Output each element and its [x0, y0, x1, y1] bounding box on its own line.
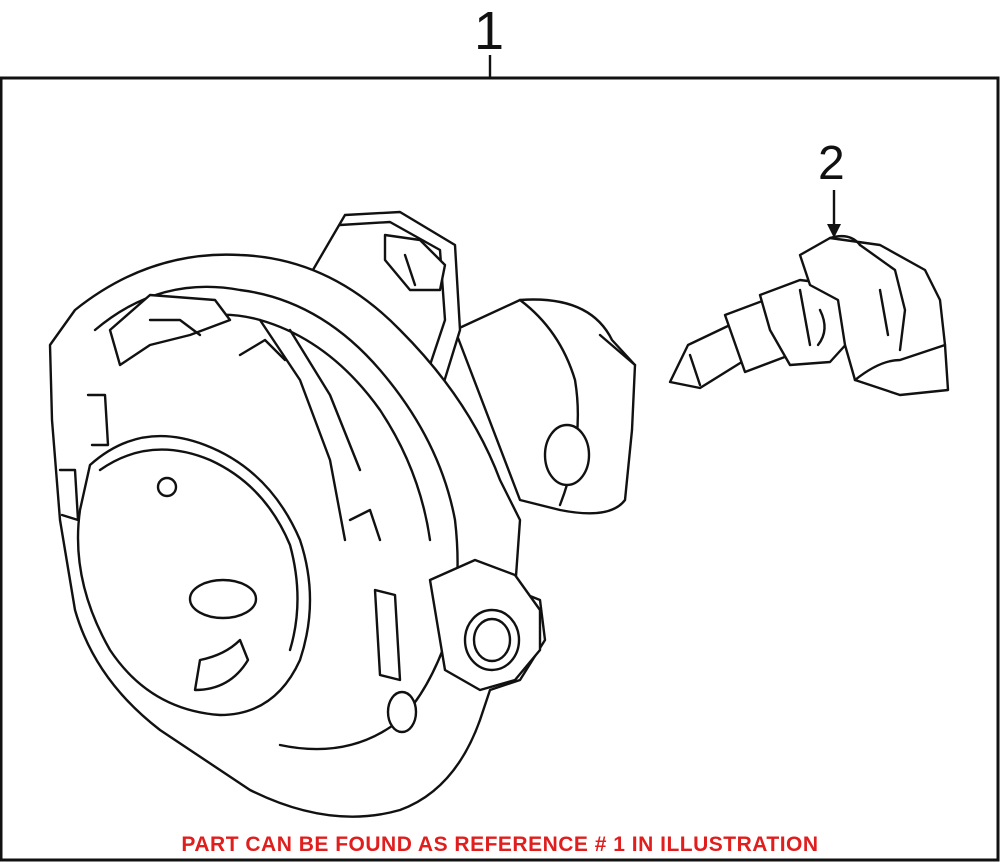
- callout-number-2: 2: [818, 137, 845, 190]
- reference-note: PART CAN BE FOUND AS REFERENCE # 1 IN IL…: [181, 833, 819, 856]
- fog-lamp-assembly: [48, 210, 637, 818]
- callout-number-1: 1: [474, 1, 505, 61]
- diagram-frame: [0, 76, 1000, 862]
- bulb: [668, 190, 950, 397]
